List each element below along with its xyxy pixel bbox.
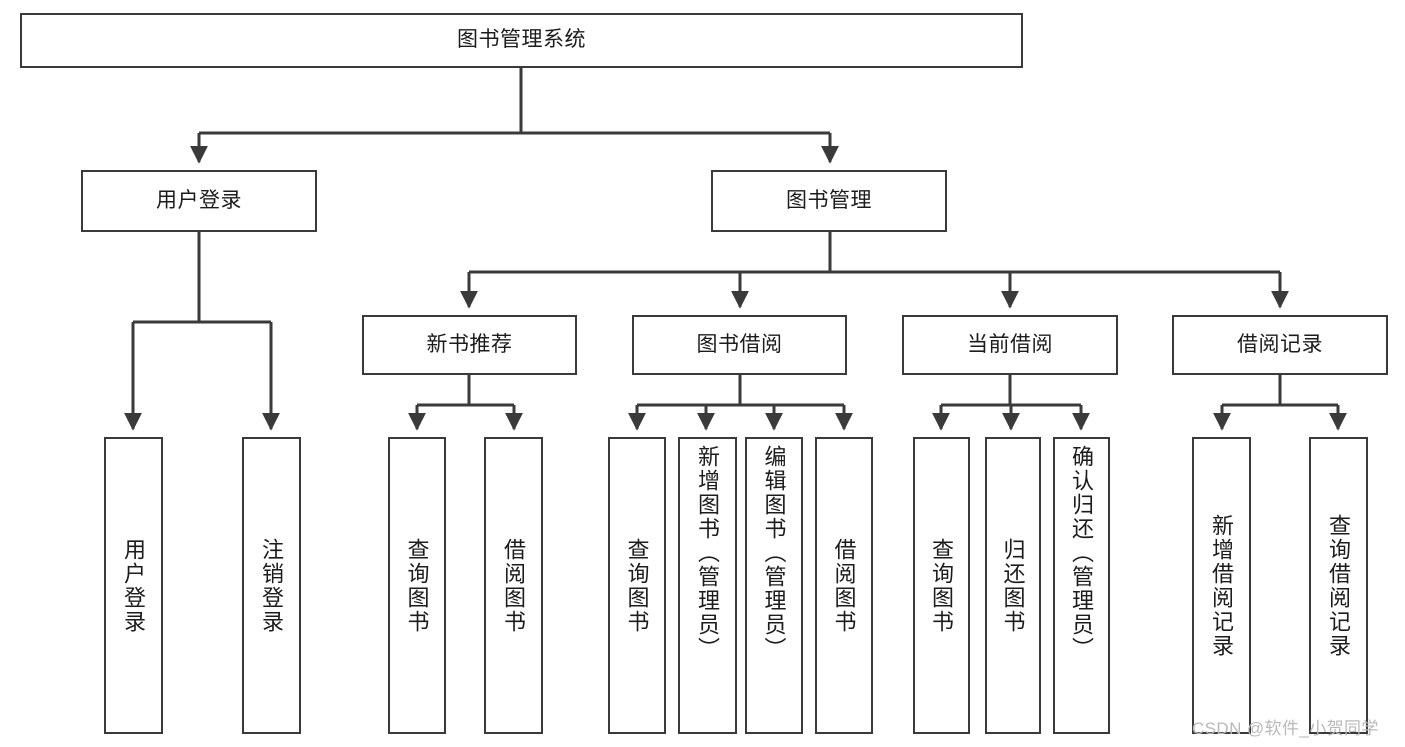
node-label: 查询图书 xyxy=(624,537,650,634)
leaf-borrow-books-recommend[interactable]: 借阅图书 xyxy=(484,437,543,734)
node-label: 新增图书（管理员） xyxy=(695,445,721,661)
node-label: 确认归还（管理员） xyxy=(1069,445,1095,661)
node-new-book-recommendation[interactable]: 新书推荐 xyxy=(362,315,577,375)
node-label: 当前借阅 xyxy=(967,332,1053,356)
node-label: 查询图书 xyxy=(404,537,430,634)
node-current-borrowing[interactable]: 当前借阅 xyxy=(902,315,1118,375)
leaf-query-books-recommend[interactable]: 查询图书 xyxy=(388,437,446,734)
leaf-query-borrow-record[interactable]: 查询借阅记录 xyxy=(1309,437,1368,734)
leaf-query-books-borrow[interactable]: 查询图书 xyxy=(608,437,666,734)
leaf-add-book-admin[interactable]: 新增图书（管理员） xyxy=(678,437,737,734)
node-label: 借阅图书 xyxy=(831,537,857,634)
node-label: 图书管理系统 xyxy=(457,28,586,52)
node-label: 注销登录 xyxy=(259,537,285,634)
node-label: 图书管理 xyxy=(786,188,872,212)
node-label: 新增借阅记录 xyxy=(1209,513,1235,658)
node-root-book-management-system[interactable]: 图书管理系统 xyxy=(20,13,1023,68)
node-book-management[interactable]: 图书管理 xyxy=(711,170,947,232)
node-label: 用户登录 xyxy=(121,537,147,634)
leaf-logout[interactable]: 注销登录 xyxy=(242,437,301,734)
leaf-borrow-books[interactable]: 借阅图书 xyxy=(815,437,873,734)
node-label: 查询图书 xyxy=(929,537,955,634)
leaf-confirm-return-admin[interactable]: 确认归还（管理员） xyxy=(1053,437,1110,734)
leaf-edit-book-admin[interactable]: 编辑图书（管理员） xyxy=(745,437,803,734)
csdn-watermark: CSDN @软件_小贺同学 xyxy=(1192,719,1379,738)
node-label: 借阅图书 xyxy=(501,537,527,634)
node-label: 查询借阅记录 xyxy=(1326,513,1352,658)
node-user-login[interactable]: 用户登录 xyxy=(81,170,317,232)
leaf-query-books-current[interactable]: 查询图书 xyxy=(913,437,970,734)
node-label: 归还图书 xyxy=(1000,537,1026,634)
node-label: 新书推荐 xyxy=(426,332,513,356)
node-label: 用户登录 xyxy=(156,188,242,212)
node-borrowing-record[interactable]: 借阅记录 xyxy=(1172,315,1388,375)
node-label: 图书借阅 xyxy=(696,332,783,356)
leaf-add-borrow-record[interactable]: 新增借阅记录 xyxy=(1192,437,1251,734)
node-label: 借阅记录 xyxy=(1237,332,1323,356)
node-book-borrowing[interactable]: 图书借阅 xyxy=(632,315,847,375)
node-label: 编辑图书（管理员） xyxy=(761,445,787,661)
leaf-return-books[interactable]: 归还图书 xyxy=(985,437,1041,734)
leaf-user-login[interactable]: 用户登录 xyxy=(104,437,163,734)
